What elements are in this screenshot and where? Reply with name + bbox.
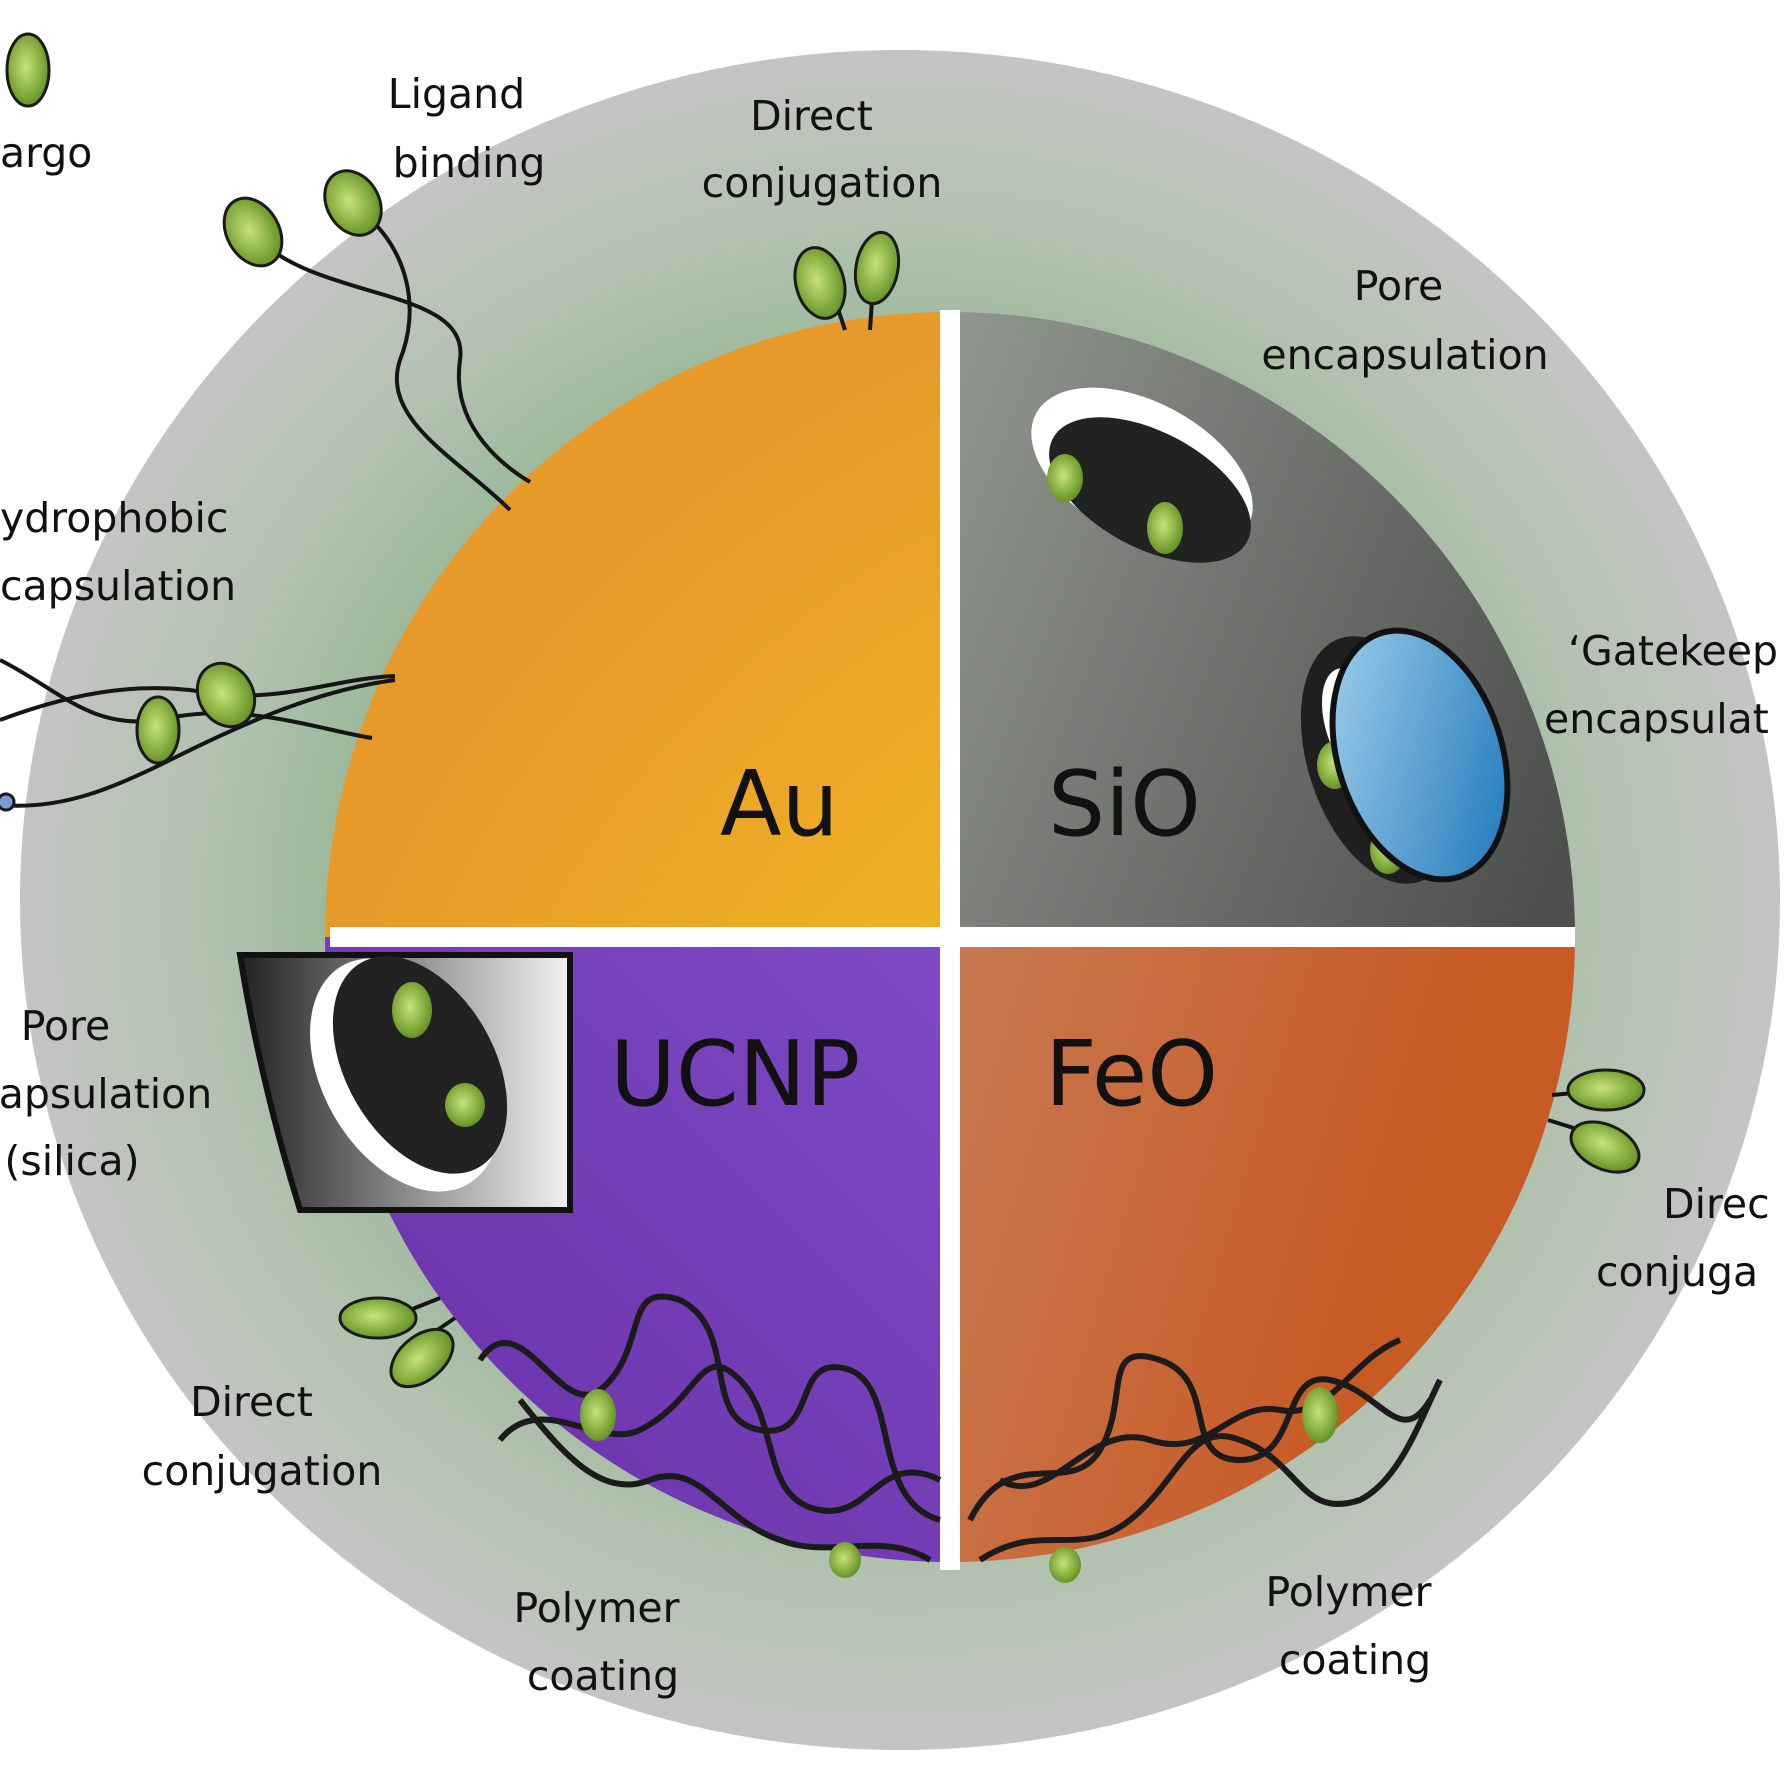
silica-inset-icon — [236, 952, 573, 1213]
ligand-cargo — [0, 32, 383, 812]
quadrant-feo — [950, 937, 1575, 1562]
cargo-icon — [445, 1083, 485, 1127]
cargo-icon — [222, 196, 284, 268]
label-polymer-coating-right: Polymer coating — [1265, 1568, 1444, 1684]
label-hydrophobic-encapsulation: ydrophobic capsulation — [0, 494, 241, 610]
cargo-icon — [793, 246, 847, 320]
direct-conjugation-top-icon — [793, 230, 901, 331]
ligand-strands — [0, 208, 532, 808]
cargo-icon — [1147, 502, 1183, 554]
cargo-icon — [1047, 454, 1083, 502]
cargo-icon — [829, 1542, 861, 1578]
cargo-icon — [580, 1389, 616, 1441]
label-gatekeeper-encapsulation: ‘Gatekeep encapsulat — [1544, 627, 1790, 743]
cargo-icon — [1569, 1120, 1641, 1174]
label-feo: FeO — [1045, 1022, 1218, 1127]
label-direct-conjugation-right: Direc conjuga — [1596, 1180, 1783, 1296]
label-cargo: argo — [0, 129, 92, 177]
label-direct-conjugation-top: Direct conjugation — [702, 92, 943, 207]
cargo-icon — [0, 792, 16, 812]
divider-vertical — [940, 310, 960, 1570]
label-pore-encapsulation-silica: Pore apsulation (silica) — [0, 1002, 225, 1185]
label-ucnp: UCNP — [610, 1022, 860, 1127]
label-polymer-coating-left: Polymer coating — [513, 1584, 692, 1700]
cargo-icon — [5, 32, 51, 108]
label-sio: SiO — [1048, 752, 1201, 857]
direct-conjugation-right-icon — [1547, 1068, 1646, 1174]
gatekeeper-icon — [1300, 627, 1511, 884]
label-pore-encapsulation-top: Pore encapsulation — [1261, 262, 1548, 379]
cargo-icon — [1049, 1547, 1081, 1583]
label-ligand-binding: Ligand binding — [388, 70, 546, 187]
cargo-icon — [389, 1327, 455, 1389]
cargo-icon — [195, 661, 257, 729]
quadrant-au — [325, 312, 950, 937]
cargo-icon — [135, 695, 181, 765]
direct-conjugation-left-icon — [338, 1296, 457, 1389]
pore-top-icon — [1031, 387, 1253, 563]
label-au: Au — [720, 752, 839, 857]
label-direct-conjugation-left: Direct conjugation — [142, 1378, 383, 1495]
cargo-icon — [392, 982, 432, 1038]
polymer-coil-right — [967, 1337, 1443, 1563]
cargo-icon — [338, 1296, 418, 1340]
cargo-icon — [853, 230, 901, 306]
cargo-icon — [323, 169, 383, 237]
cargo-icon — [1302, 1387, 1338, 1443]
core-particle — [325, 310, 1575, 1570]
cargo-icon — [1566, 1068, 1646, 1112]
